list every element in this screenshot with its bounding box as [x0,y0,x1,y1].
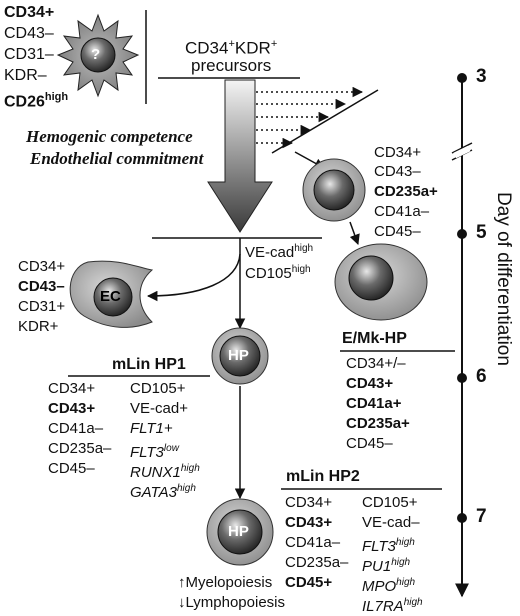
timeline-dot-day3 [457,73,467,83]
emk-title: E/Mk-HP [342,330,407,347]
unknown-cell-core [80,37,116,73]
hp1-right-marker-1: CD105+ [130,380,186,397]
hp2-title: mLin HP2 [286,468,360,485]
ec-symbol: EC [100,288,121,305]
hp1-left-marker-3: CD41a– [48,420,104,437]
hp1-right-marker-6: GATA3high [130,483,196,501]
ec-marker-2: CD43– [18,278,65,295]
hp2-right-marker-5: MPOhigh [362,577,416,595]
hp2-left-marker-5: CD45+ [285,574,333,591]
dotted-arrows [256,86,364,149]
top-left-marker-2: CD43– [4,25,54,42]
day-5-label: 5 [476,222,487,243]
emk-cell-core [348,255,394,301]
timeline-title: Day of differentiation [493,192,514,366]
unknown-cell-symbol: ? [91,46,101,63]
hp2-left-marker-3: CD41a– [285,534,341,551]
day-7-label: 7 [476,506,487,527]
ec-marker-4: KDR+ [18,318,59,335]
early-marker-2: CD43– [374,163,421,180]
timeline-dot-day7 [457,513,467,523]
early-marker-4: CD41a– [374,203,430,220]
early-marker-5: CD45– [374,223,421,240]
emk-marker-2: CD43+ [346,375,394,392]
hp1-right-marker-3: FLT1+ [130,420,173,437]
hp1-left-marker-5: CD45– [48,460,95,477]
early-cell-core [313,169,355,211]
hp2-left-marker-4: CD235a– [285,554,349,571]
arrow-to-ec [146,253,241,302]
hp2-left-marker-2: CD43+ [285,514,333,531]
precursor-label-top: CD34+KDR+ [185,38,278,58]
competence-slash [271,89,379,154]
day-3-label: 3 [476,66,487,87]
hp1-right-marker-4: FLT3low [130,443,179,461]
cd105-label: CD105high [245,264,311,282]
early-marker-1: CD34+ [374,144,422,161]
ve-cad-label: VE-cadhigh [245,243,314,261]
top-left-marker-5: CD26high [4,91,69,111]
arrow-to-emk [349,221,360,245]
hp1-left-marker-4: CD235a– [48,440,112,457]
timeline-dot-day6 [457,373,467,383]
hp2-right-marker-4: PU1high [362,557,411,575]
hp1-title: mLin HP1 [112,356,186,373]
big-differentiation-arrow [207,79,273,233]
hp2-right-marker-3: FLT3high [362,537,415,555]
hp2-left-marker-1: CD34+ [285,494,333,511]
top-left-marker-1: CD34+ [4,4,55,21]
lymphopoiesis-label: ↓Lymphopoiesis [178,594,285,611]
emk-marker-3: CD41a+ [346,395,402,412]
top-left-marker-3: CD31– [4,46,54,63]
ec-marker-3: CD31+ [18,298,66,315]
precursor-label-bottom: precursors [191,56,272,75]
top-left-marker-4: KDR– [4,67,47,84]
endothelial-commitment-label: Endothelial commitment [30,149,204,168]
early-marker-3: CD235a+ [374,183,438,200]
hp2-right-marker-6: IL7RAhigh [362,597,423,615]
hp1-right-marker-2: VE-cad+ [130,400,188,417]
hp1-left-marker-1: CD34+ [48,380,96,397]
hp1-right-marker-5: RUNX1high [130,463,200,481]
hp2-symbol: HP [228,523,249,540]
hp2-right-marker-2: VE-cad– [362,514,420,531]
ec-marker-1: CD34+ [18,258,66,275]
emk-marker-4: CD235a+ [346,415,410,432]
timeline-dot-day5 [457,229,467,239]
myelopoiesis-label: ↑Myelopoiesis [178,574,273,591]
day-6-label: 6 [476,366,487,387]
hp1-cell-core [219,335,261,377]
timeline-break-1 [451,142,473,154]
ec-cell-core [93,277,133,317]
hp1-symbol: HP [228,347,249,364]
emk-marker-5: CD45– [346,435,393,452]
hp2-cell-core [217,509,263,555]
hp2-right-marker-1: CD105+ [362,494,418,511]
emk-marker-1: CD34+/– [346,355,406,372]
hemogenic-competence-label: Hemogenic competence [26,127,193,146]
hp1-left-marker-2: CD43+ [48,400,96,417]
